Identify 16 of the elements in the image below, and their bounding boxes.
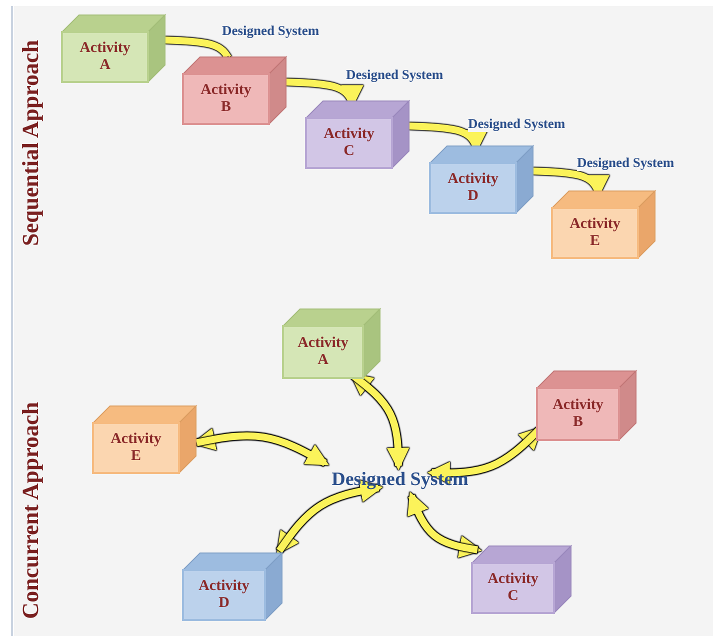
activity-label: Activity C xyxy=(324,126,374,160)
activity-label: Activity E xyxy=(110,430,162,466)
activity-label: Activity C xyxy=(488,570,538,606)
section-heading: Concurrent Approach xyxy=(18,402,44,620)
activity-label: Activity D xyxy=(448,170,498,206)
edge-label: Designed System xyxy=(468,116,566,132)
edge-label: Designed System xyxy=(577,155,674,171)
activity-label: Activity A xyxy=(298,334,348,370)
edge-label: Designed System xyxy=(222,23,320,39)
section-heading: Sequential Approach xyxy=(18,40,44,246)
activity-label: Activity B xyxy=(200,82,252,116)
edge-label: Designed System xyxy=(346,67,444,83)
activity-label: Activity A xyxy=(80,40,130,74)
activity-label: Activity D xyxy=(198,578,250,612)
activity-label: Activity E xyxy=(570,216,620,250)
activity-label: Activity B xyxy=(552,396,604,432)
